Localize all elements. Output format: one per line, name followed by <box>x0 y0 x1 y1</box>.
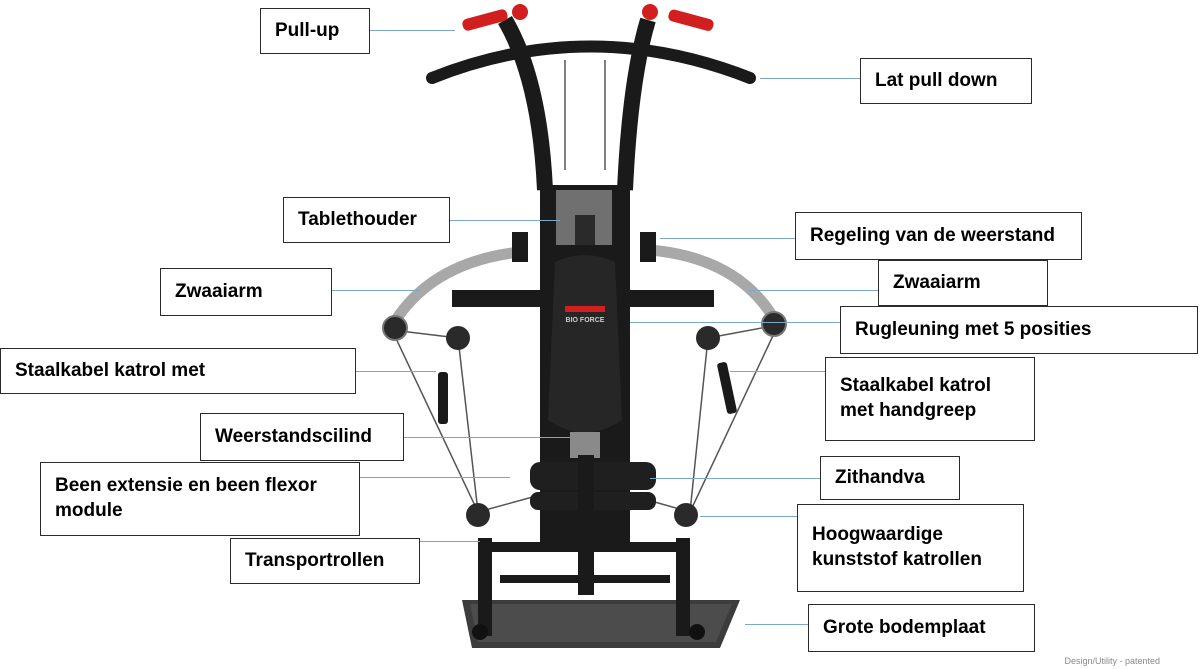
connector-transportrollen <box>420 541 480 542</box>
resistance-cylinder <box>570 432 600 458</box>
backrest-brand: BIO FORCE <box>566 317 605 324</box>
resistance-knob-left <box>512 232 528 262</box>
base-rail-right <box>676 538 690 636</box>
label-been-extensie: Been extensie en been flexor module <box>40 462 360 536</box>
transport-wheel-right <box>689 624 705 640</box>
lat-bar <box>426 40 756 84</box>
label-hoogwaardige: Hoogwaardige kunststof katrollen <box>797 504 1024 592</box>
connector-tablethouder <box>450 220 560 221</box>
label-zwaaiarm-left: Zwaaiarm <box>160 268 332 316</box>
connector-rugleuning <box>630 322 840 323</box>
swing-arm-right <box>644 244 782 328</box>
pulley-lower-left <box>466 503 490 527</box>
connector-regeling <box>660 238 795 239</box>
label-zithandvat: Zithandva <box>820 456 960 500</box>
connector-hoogwaardige <box>700 516 797 517</box>
transport-wheel-left <box>472 624 488 640</box>
pull-up-knob-right <box>642 4 658 20</box>
connector-bodemplaat <box>745 624 808 625</box>
connector-been-extensie <box>360 477 510 478</box>
upper-arm-left <box>498 15 553 191</box>
connector-zwaaiarm-right <box>750 290 878 291</box>
label-lat-pull-down: Lat pull down <box>860 58 1032 104</box>
label-tablethouder: Tablethouder <box>283 197 450 243</box>
connector-weerstandscilinder <box>404 437 570 438</box>
pulley-upper-right <box>696 326 720 350</box>
connector-zithandvat <box>650 478 820 479</box>
label-transportrollen: Transportrollen <box>230 538 420 584</box>
handle-right <box>717 362 737 414</box>
design-footnote: Design/Utility - patented <box>1064 656 1160 666</box>
connector-staalkabel-left <box>356 371 436 372</box>
connector-lat-pull-down <box>760 78 860 79</box>
pulley-arm-right <box>761 311 787 337</box>
pulley-arm-left <box>382 315 408 341</box>
label-bodemplaat: Grote bodemplaat <box>808 604 1035 652</box>
pull-up-knob-left <box>512 4 528 20</box>
label-zwaaiarm-right: Zwaaiarm <box>878 260 1048 306</box>
label-weerstandscilinder: Weerstandscilind <box>200 413 404 461</box>
label-staalkabel-left: Staalkabel katrol met <box>0 348 356 394</box>
connector-pull-up <box>370 30 455 31</box>
label-staalkabel-right: Staalkabel katrol met handgreep <box>825 357 1035 441</box>
floor-plate-highlight <box>470 604 732 642</box>
handle-left <box>438 372 448 424</box>
backrest <box>548 255 622 433</box>
base-rail-left <box>478 538 492 636</box>
resistance-knob-right <box>640 232 656 262</box>
connector-staalkabel-right <box>730 371 825 372</box>
pull-up-grip-left <box>462 9 508 31</box>
label-pull-up: Pull-up <box>260 8 370 54</box>
pull-up-grip-right <box>668 9 714 31</box>
connector-zwaaiarm-left <box>332 290 420 291</box>
swing-arm-left <box>386 246 526 332</box>
label-regeling-weerstand: Regeling van de weerstand <box>795 212 1082 260</box>
leg-post <box>578 455 594 595</box>
pulley-lower-right <box>674 503 698 527</box>
label-rugleuning: Rugleuning met 5 posities <box>840 306 1198 354</box>
tablet-holder-clip <box>575 215 595 245</box>
brand-stripe <box>565 306 605 312</box>
upper-arm-right <box>617 17 656 191</box>
pulley-upper-left <box>446 326 470 350</box>
